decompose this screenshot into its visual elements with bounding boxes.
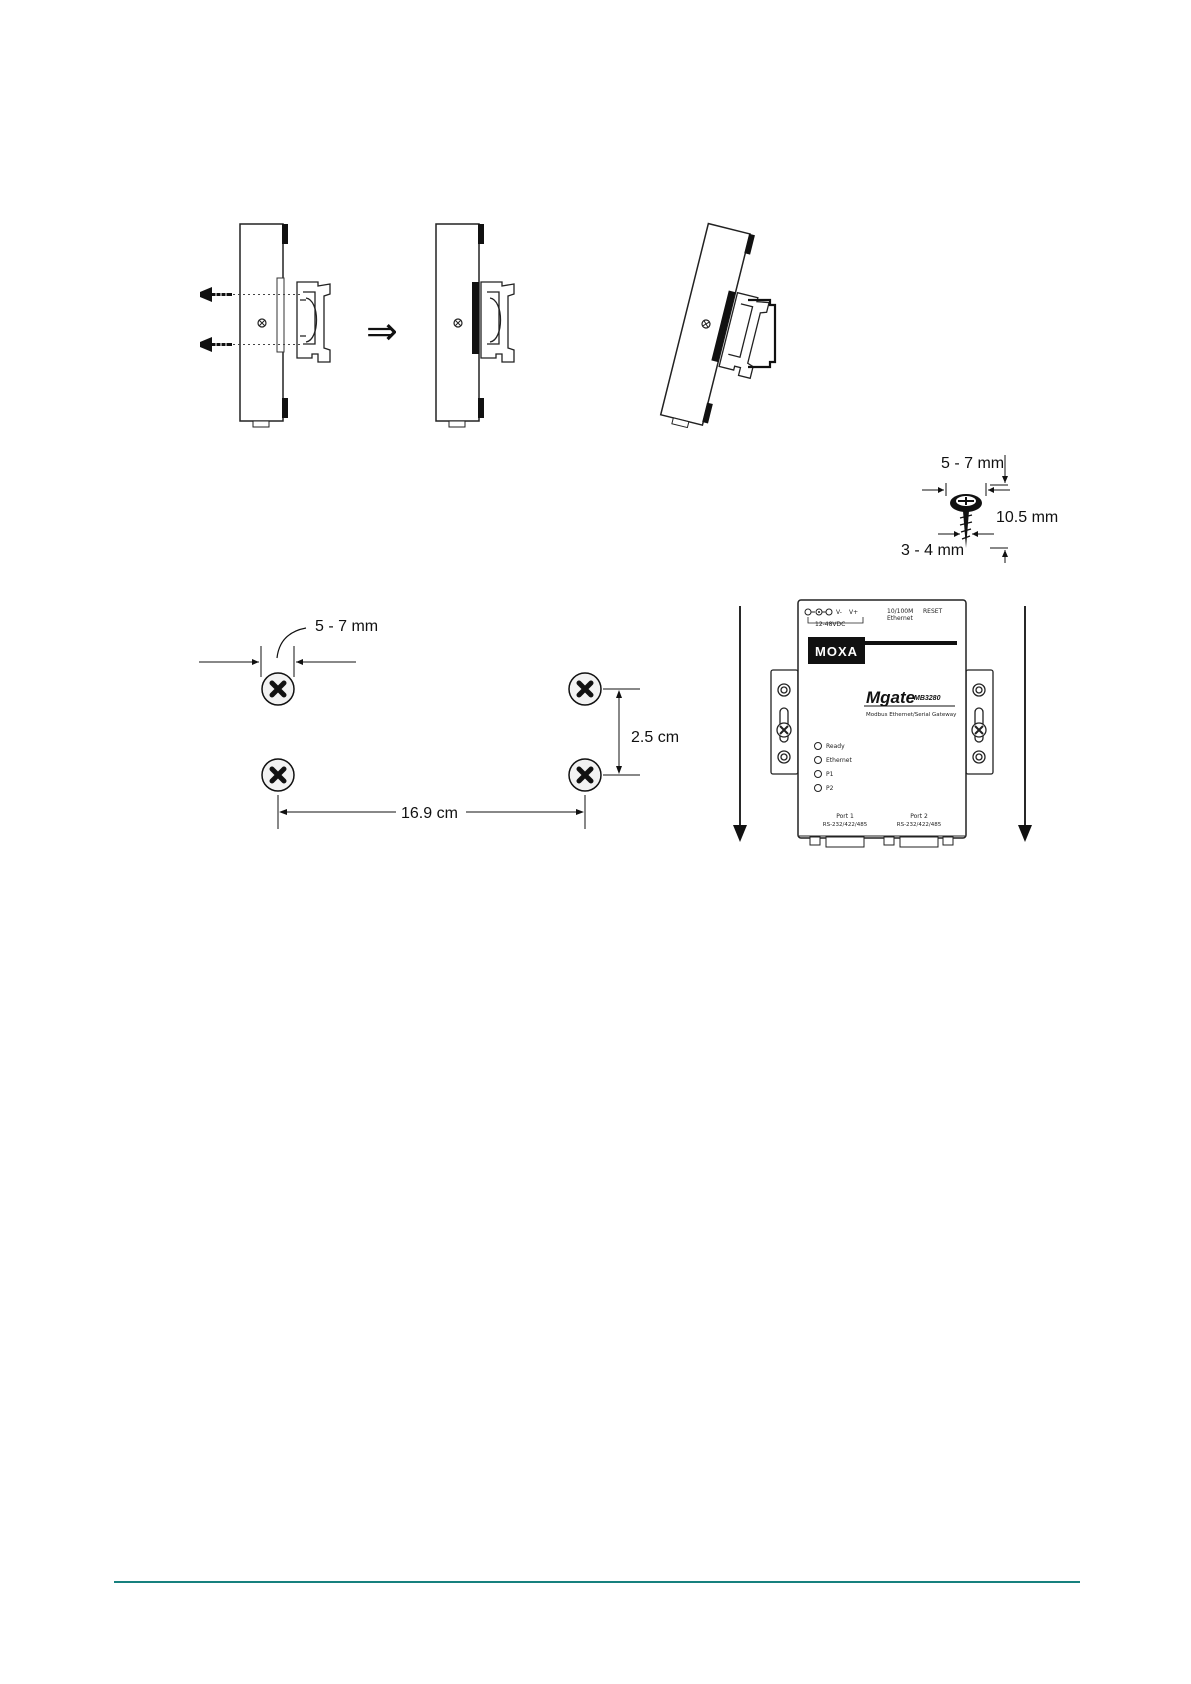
screw-shaft-diameter-label: 3 - 4 mm (901, 542, 964, 559)
screw-icon (950, 494, 982, 548)
din-rail-step-1 (200, 224, 330, 427)
vertical-spacing-label: 2.5 cm (631, 729, 679, 746)
power-range-label: 12-48VDC (815, 621, 845, 628)
screw-icon (200, 287, 232, 302)
din-rail-clip (297, 282, 330, 362)
wall-mount-layout: 5 - 7 mm 2.5 cm 16.9 cm (199, 618, 679, 829)
led-ethernet: Ethernet (815, 757, 853, 765)
step-arrow-icon: ⇒ (366, 311, 398, 353)
screw-spec-diagram: 5 - 7 mm 10.5 mm 3 - 4 mm (901, 455, 1058, 563)
mounting-ear-left (771, 670, 798, 774)
reset-label: RESET (923, 608, 943, 615)
mounting-hole-icon (262, 673, 294, 705)
ethernet-speed-label: 10/100M (887, 608, 913, 615)
arrow-down-icon (733, 825, 747, 842)
port1-type: RS-232/422/485 (823, 822, 868, 828)
svg-text:P1: P1 (826, 771, 834, 778)
svg-text:Ethernet: Ethernet (826, 757, 852, 764)
arrow-down-icon (1018, 825, 1032, 842)
footer-rule (114, 1581, 1080, 1583)
hole-head-diameter-label: 5 - 7 mm (315, 618, 378, 635)
terminal-minus-label: V- (836, 609, 842, 616)
din-rail-step-3 (659, 224, 784, 440)
port2-name: Port 2 (910, 813, 928, 820)
device-front-view: V- V+ 12-48VDC 10/100M Ethernet RESET MO… (733, 600, 1032, 847)
port1-name: Port 1 (836, 813, 854, 820)
svg-text:Ready: Ready (826, 743, 845, 750)
horizontal-spacing-label: 16.9 cm (401, 805, 458, 822)
screw-head-diameter-label: 5 - 7 mm (941, 455, 1004, 472)
din-rail-step-2 (436, 224, 514, 427)
screw-icon (200, 337, 232, 352)
mounting-ear-right (966, 670, 993, 774)
din-rail-clip (481, 282, 514, 362)
brand-name: MOXA (815, 644, 858, 659)
ethernet-port-label: Ethernet (887, 615, 913, 622)
svg-text:P2: P2 (826, 785, 834, 792)
mounting-hole-icon (262, 759, 294, 791)
port2-type: RS-232/422/485 (897, 822, 942, 828)
led-ready: Ready (815, 743, 846, 751)
product-model: MB3280 (914, 695, 941, 702)
product-name: Mgate (866, 688, 915, 707)
mounting-hole-icon (569, 673, 601, 705)
terminal-plus-label: V+ (849, 609, 858, 616)
product-description: Modbus Ethernet/Serial Gateway (866, 712, 957, 718)
screw-length-label: 10.5 mm (996, 509, 1058, 526)
mounting-hole-icon (569, 759, 601, 791)
